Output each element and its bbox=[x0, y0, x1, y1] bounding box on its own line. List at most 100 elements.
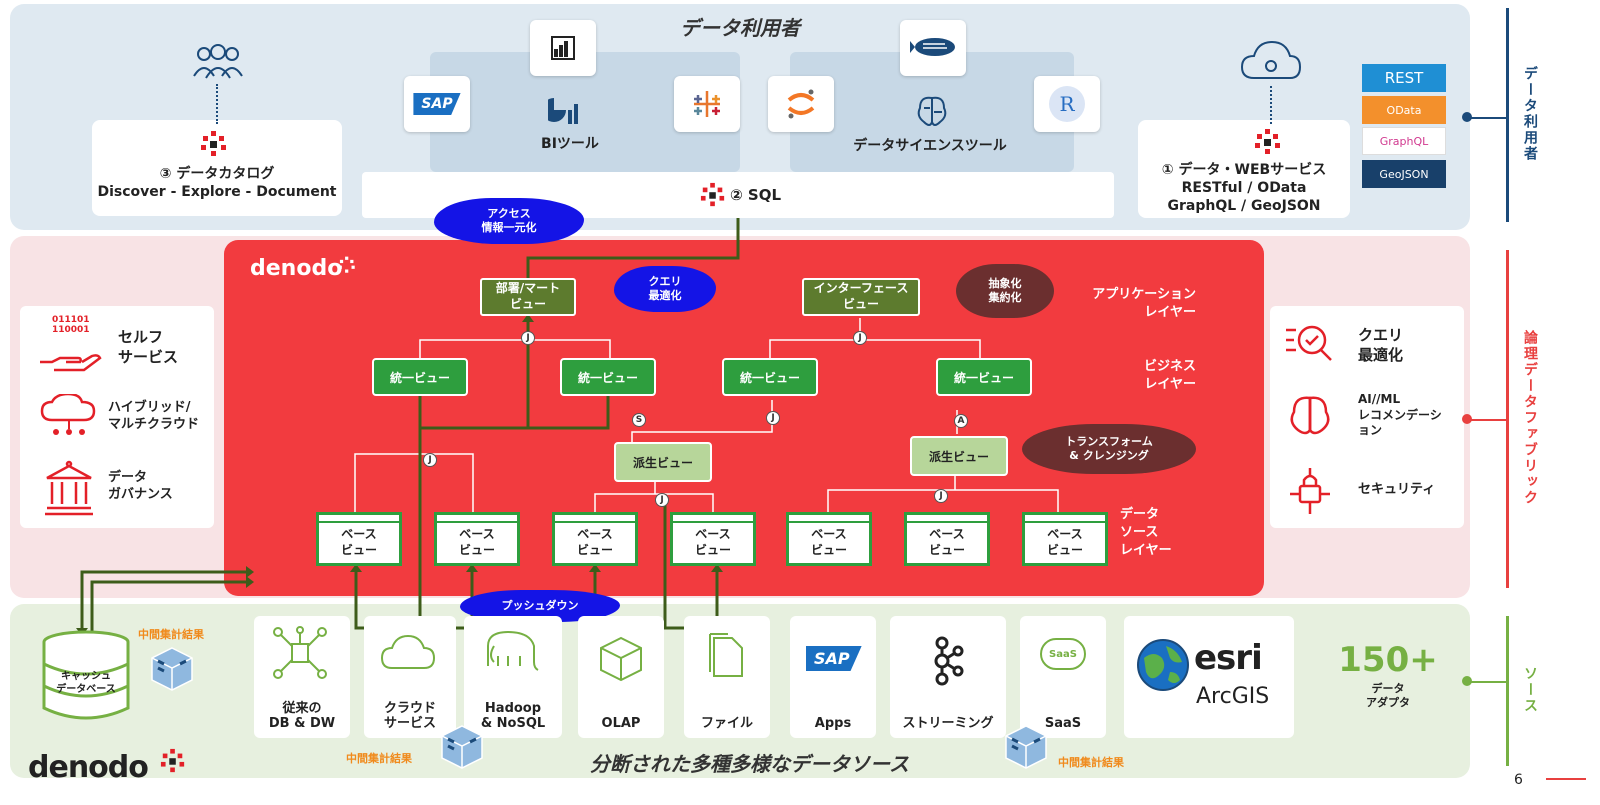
unified-view-label: 統一ビュー bbox=[389, 370, 450, 385]
cloud-icon bbox=[380, 634, 436, 676]
transform-cleansing-cloud: トランスフォーム & クレンジング bbox=[1022, 424, 1196, 474]
graphql-label: GraphQL bbox=[1379, 134, 1429, 148]
self-service-label: セルフ サービス bbox=[118, 328, 179, 366]
dept-mart-view-label: 部署/マート ビュー bbox=[495, 281, 561, 311]
cache-database-icon bbox=[40, 630, 132, 724]
cube-outline-icon bbox=[598, 636, 644, 686]
unified-view-label: 統一ビュー bbox=[953, 370, 1014, 385]
file-icon bbox=[706, 632, 746, 684]
kafka-icon bbox=[930, 636, 964, 690]
cube-icon bbox=[1004, 724, 1048, 774]
base-view-4: ベース ビュー bbox=[670, 512, 756, 566]
powerbi-icon bbox=[551, 36, 575, 60]
select-badge: S bbox=[632, 413, 646, 427]
base-view-5: ベース ビュー bbox=[786, 512, 872, 566]
denodo-logo: denodo bbox=[250, 256, 343, 281]
derived-view-2: 派生ビュー bbox=[910, 436, 1008, 476]
cube-icon bbox=[150, 646, 194, 696]
join-badge: J bbox=[655, 493, 669, 507]
web-services-box bbox=[1138, 120, 1350, 218]
ai-ml-label: AI//ML レコメンデーシ ョン bbox=[1358, 392, 1442, 438]
business-layer-label: ビジネス レイヤー bbox=[1143, 359, 1196, 393]
geojson-label: GeoJSON bbox=[1379, 167, 1429, 181]
base-view-1: ベース ビュー bbox=[316, 512, 402, 566]
source-layer-label: データ ソース レイヤー bbox=[1120, 507, 1172, 559]
source-label: ストリーミング bbox=[902, 716, 994, 732]
source-tile-olap: OLAP bbox=[578, 616, 664, 738]
globe-icon bbox=[1136, 638, 1190, 696]
base-view-label: ベース ビュー bbox=[928, 527, 965, 557]
esri-logo-text: esri bbox=[1194, 638, 1263, 678]
unified-view-1: 統一ビュー bbox=[372, 358, 468, 396]
base-view-label: ベース ビュー bbox=[576, 527, 613, 557]
source-tile-saas: SaaS bbox=[1020, 616, 1106, 738]
odata-label: OData bbox=[1386, 103, 1422, 117]
denodo-mark-icon bbox=[1254, 128, 1282, 160]
data-catalog-box bbox=[92, 120, 342, 216]
elephant-icon bbox=[484, 630, 542, 680]
bi-tools-label: BIツール bbox=[541, 136, 599, 152]
right-capabilities-card bbox=[1270, 306, 1464, 528]
source-label: Hadoop & NoSQL bbox=[480, 700, 546, 732]
geojson-badge: GeoJSON bbox=[1362, 160, 1446, 188]
base-view-3: ベース ビュー bbox=[552, 512, 638, 566]
governance-label: データ ガバナンス bbox=[108, 470, 173, 502]
aggregate-badge: A bbox=[954, 414, 968, 428]
source-label: SaaS bbox=[1044, 716, 1082, 732]
base-view-label: ベース ビュー bbox=[810, 527, 847, 557]
sap-tile: SAP bbox=[404, 76, 470, 132]
intermediate-results-label-1: 中間集計結果 bbox=[138, 628, 204, 641]
tableau-tile bbox=[674, 76, 740, 132]
catalog-subtitle: Discover - Explore - Document bbox=[97, 184, 337, 200]
web-services-protocols-2: GraphQL / GeoJSON bbox=[1167, 198, 1321, 214]
intermediate-results-label-2: 中間集計結果 bbox=[346, 752, 412, 765]
unified-view-4: 統一ビュー bbox=[936, 358, 1032, 396]
jupyter-icon bbox=[787, 89, 815, 119]
data-sources-title: 分断された多種多様なデータソース bbox=[590, 752, 909, 776]
interface-view: インターフェース ビュー bbox=[802, 278, 920, 316]
zeppelin-icon bbox=[910, 38, 955, 56]
source-tile-apps: Apps bbox=[790, 616, 876, 738]
tableau-icon bbox=[694, 91, 720, 117]
source-tile-file: ファイル bbox=[684, 616, 770, 738]
ai-brain-icon bbox=[1286, 394, 1334, 442]
base-view-label: ベース ビュー bbox=[1046, 527, 1083, 557]
denodo-footer-logo: denodo bbox=[28, 750, 149, 785]
denodo-mark-icon bbox=[700, 182, 726, 212]
adapters-count: 150+ bbox=[1338, 640, 1438, 680]
cube-icon bbox=[440, 724, 484, 774]
source-label: OLAP bbox=[601, 716, 641, 732]
query-optimization-icon bbox=[1284, 320, 1334, 368]
query-optimization-label: クエリ 最適化 bbox=[1358, 326, 1404, 364]
saas-cloud-icon: SaaS bbox=[1040, 638, 1086, 670]
users-icon bbox=[190, 42, 246, 86]
access-unification-cloud: アクセス 情報一元化 bbox=[434, 198, 584, 244]
intermediate-results-label-3: 中間集計結果 bbox=[1058, 756, 1124, 769]
binary-code: 011101 110001 bbox=[52, 315, 90, 335]
chart-icon bbox=[542, 96, 582, 130]
zeppelin-tile bbox=[900, 20, 966, 76]
abstraction-cloud: 抽象化 集約化 bbox=[956, 264, 1054, 318]
join-badge: J bbox=[521, 331, 535, 345]
source-label: クラウド サービス bbox=[383, 700, 436, 732]
rest-label: REST bbox=[1384, 69, 1424, 87]
source-label: 従来の DB & DW bbox=[268, 700, 336, 732]
source-label: Apps bbox=[814, 716, 852, 732]
source-tile-hadoop: Hadoop & NoSQL bbox=[464, 616, 562, 738]
unified-view-3: 統一ビュー bbox=[722, 358, 818, 396]
application-layer-label: アプリケーション レイヤー bbox=[1092, 287, 1196, 321]
hand-icon bbox=[38, 340, 102, 378]
join-badge: J bbox=[853, 331, 867, 345]
powerbi-tile bbox=[530, 20, 596, 76]
derived-view-label: 派生ビュー bbox=[632, 455, 693, 470]
join-badge: J bbox=[766, 411, 780, 425]
graphql-badge: GraphQL bbox=[1362, 127, 1446, 155]
catalog-label: ③ データカタログ bbox=[159, 166, 275, 182]
network-db-icon bbox=[272, 626, 328, 684]
dept-mart-view: 部署/マート ビュー bbox=[480, 278, 576, 316]
denodo-mark-icon bbox=[200, 130, 228, 162]
fabric-side-label: 論理データファブリック bbox=[1522, 330, 1538, 506]
join-badge: J bbox=[423, 453, 437, 467]
derived-view-1: 派生ビュー bbox=[614, 442, 712, 482]
ds-tools-label: データサイエンスツール bbox=[853, 138, 1007, 154]
